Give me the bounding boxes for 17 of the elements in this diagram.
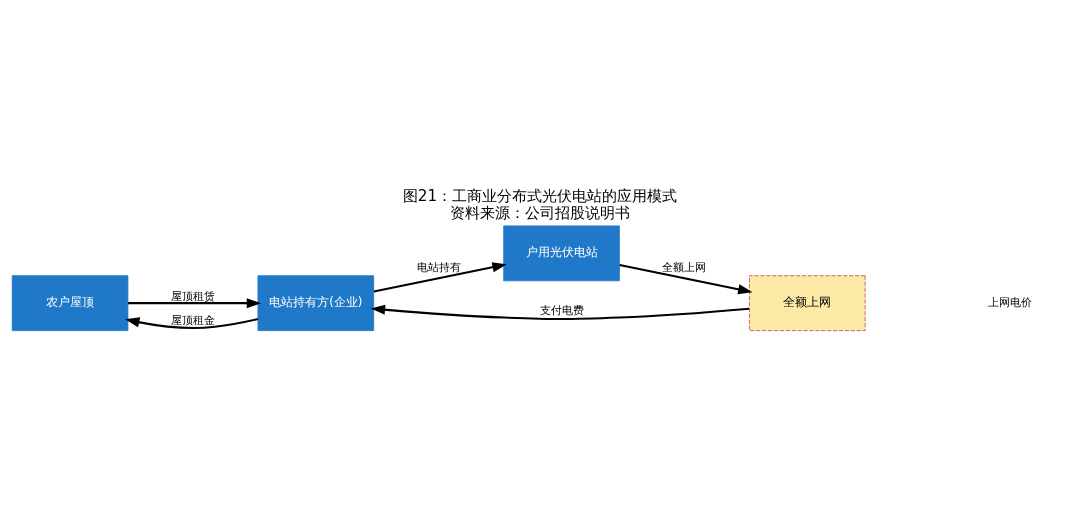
arrow (370, 304, 750, 320)
label: 上网电价 (987, 295, 1032, 309)
node-box: 电站持有方(企业) (257, 274, 375, 331)
node-box: 户用光伏电站 (503, 225, 620, 281)
arrow (125, 316, 259, 329)
edge-label: 全额上网 (662, 260, 707, 274)
edge-label: 屋顶租金 (170, 313, 215, 327)
arrow (373, 261, 507, 293)
edge-label: 屋顶租赁 (170, 289, 215, 303)
node-box: 农户屋顶 (11, 274, 129, 331)
arrow (619, 263, 753, 294)
node-box: 全额上网 (749, 274, 866, 331)
caption: 资料来源：公司招股说明书 (450, 203, 630, 222)
edge-label: 支付电费 (539, 303, 584, 317)
arrow (128, 297, 262, 308)
edge-label: 电站持有 (416, 260, 461, 274)
diagram-title: 图21：工商业分布式光伏电站的应用模式 (402, 186, 678, 205)
